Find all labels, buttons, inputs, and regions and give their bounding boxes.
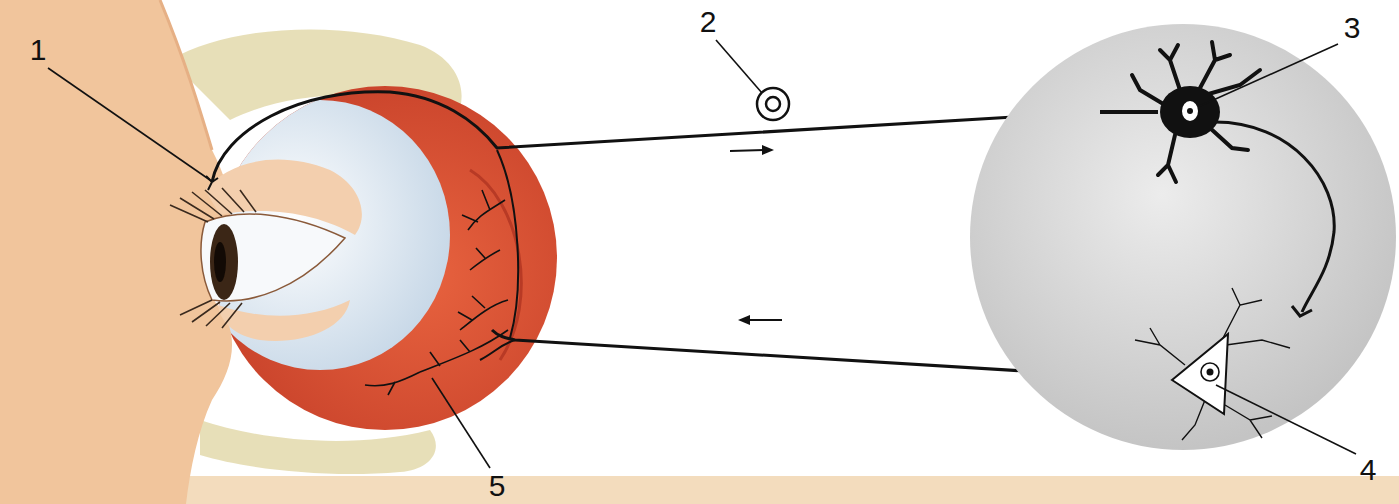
iris: [210, 224, 238, 300]
leader-line: [48, 68, 210, 180]
eye-opening: [201, 214, 345, 301]
dendrite: [1226, 340, 1290, 348]
interneuron: [1100, 42, 1334, 316]
leader-line: [716, 40, 762, 93]
vessel: [458, 296, 508, 330]
nucleus: [1182, 101, 1198, 121]
synapse-ending: [1292, 306, 1312, 316]
dendrite: [1182, 400, 1205, 440]
blood-vessels: [365, 190, 508, 395]
callout-number: 5: [487, 471, 508, 501]
lower-lashes: [180, 300, 242, 328]
callout-number: 4: [1358, 455, 1379, 485]
leader-line: [432, 378, 490, 468]
nucleus: [1201, 363, 1219, 381]
eyeball-front: [190, 100, 521, 370]
vessel: [462, 190, 505, 230]
direction-arrow: [746, 319, 782, 321]
neuron-body: [1160, 86, 1220, 138]
nerve-branch: [480, 340, 515, 360]
sensory-ganglion-inner: [766, 97, 780, 111]
picture-ground: [8, 0, 1399, 476]
neuron-body: [1172, 334, 1228, 414]
motor-neuron: [1135, 288, 1290, 440]
axon: [1215, 122, 1334, 312]
dendrites: [1135, 288, 1290, 440]
dendrite: [1160, 45, 1180, 90]
dendrite: [1200, 42, 1230, 88]
arrow-head: [738, 315, 750, 325]
direction-arrow: [730, 150, 766, 151]
sensory-fibre: [212, 92, 1098, 182]
nucleolus: [1187, 108, 1193, 114]
dendrite: [1100, 110, 1158, 114]
vessel: [470, 248, 500, 270]
nucleolus: [1207, 369, 1214, 376]
lower-eyelid: [218, 300, 350, 341]
leader-lines: [48, 40, 1356, 468]
dendrite: [1135, 328, 1185, 365]
dendrite: [1222, 288, 1262, 340]
eyelashes: [170, 188, 256, 328]
nerve-branch: [497, 150, 518, 338]
callout-number: 1: [28, 35, 49, 65]
dendrite: [1210, 128, 1248, 150]
dendrite: [1132, 75, 1165, 105]
callout-number: 2: [698, 7, 719, 37]
central-nervous-system: [970, 24, 1396, 450]
vessel: [365, 372, 420, 395]
face-skin: [0, 0, 232, 504]
upper-lashes: [170, 188, 256, 222]
pupil: [214, 242, 226, 282]
leader-line: [1216, 385, 1356, 454]
leader-line: [1200, 44, 1338, 106]
callout-number: 3: [1342, 13, 1363, 43]
dendrite: [1158, 135, 1176, 182]
arrow-head: [762, 145, 774, 155]
face-contour: [160, 0, 212, 150]
dendrites: [1132, 42, 1260, 182]
